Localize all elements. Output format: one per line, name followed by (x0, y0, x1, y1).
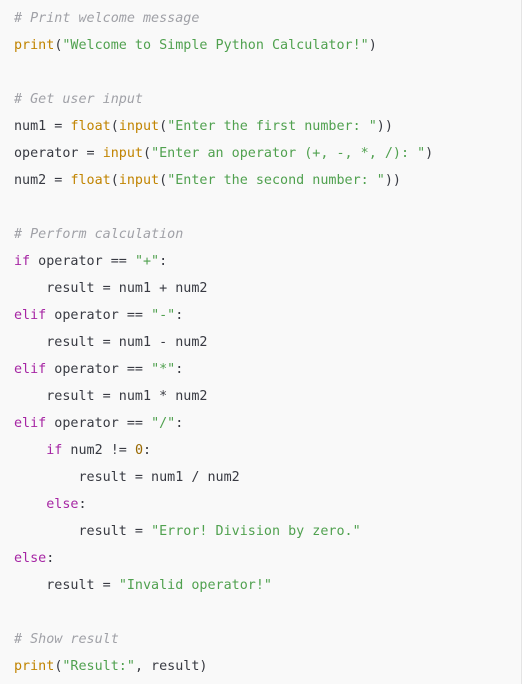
code-line: elif operator == "/": (14, 410, 433, 437)
code-token-plain (14, 443, 46, 458)
code-token-plain: result = num1 * num2 (14, 389, 208, 404)
code-line: result = num1 * num2 (14, 383, 433, 410)
code-token-builtin: print (14, 38, 55, 53)
code-line: print("Result:", result) (14, 653, 433, 680)
code-token-plain: , result) (134, 659, 208, 674)
code-token-keyword: elif (14, 416, 47, 431)
code-line: result = num1 / num2 (14, 464, 433, 491)
code-token-string: "-" (151, 308, 176, 323)
code-token-keyword: elif (14, 362, 47, 377)
code-token-plain: operator = (14, 146, 103, 161)
code-token-plain: : (46, 551, 55, 566)
code-token-builtin: input (118, 173, 160, 188)
code-token-builtin: print (14, 659, 55, 674)
code-token-string: "Result:" (62, 659, 135, 674)
code-token-keyword: if (14, 254, 31, 269)
code-token-plain: operator == (46, 416, 152, 431)
code-token-builtin: float (70, 173, 111, 188)
code-line: # Show result (14, 626, 433, 653)
code-token-string: "Enter the first number: " (167, 119, 377, 134)
code-token-string: "Enter the second number: " (167, 173, 385, 188)
code-token-keyword: elif (14, 308, 47, 323)
code-token-comment: # Get user input (14, 92, 143, 107)
code-line: num1 = float(input("Enter the first numb… (14, 113, 433, 140)
code-token-comment: # Print welcome message (14, 11, 200, 26)
code-line: result = num1 + num2 (14, 275, 433, 302)
code-token-plain: num2 = (14, 173, 71, 188)
code-token-plain: ( (54, 659, 63, 674)
code-token-plain (14, 497, 46, 512)
code-token-comment: # Show result (14, 632, 119, 647)
code-token-string: "*" (151, 362, 176, 377)
code-line: print("Welcome to Simple Python Calculat… (14, 32, 433, 59)
code-token-keyword: if (46, 443, 63, 458)
code-line (14, 599, 433, 626)
code-token-string: "Enter an operator (+, -, *, /): " (151, 146, 426, 161)
code-token-plain: operator == (46, 362, 152, 377)
code-token-keyword: else (46, 497, 79, 512)
code-token-plain: ( (110, 119, 119, 134)
code-token-keyword: else (14, 551, 47, 566)
code-line: else: (14, 545, 433, 572)
code-token-plain: result = num1 - num2 (14, 335, 208, 350)
code-token-plain: ) (368, 38, 377, 53)
code-token-builtin: input (102, 146, 143, 161)
code-token-plain: result = (14, 524, 152, 539)
code-line (14, 194, 433, 221)
code-token-plain: : (78, 497, 87, 512)
code-token-plain: : (175, 308, 184, 323)
code-token-plain: ( (54, 38, 63, 53)
code-token-plain: result = (14, 578, 119, 593)
code-token-string: "Invalid operator!" (118, 578, 272, 593)
code-token-plain: result = num1 + num2 (14, 281, 208, 296)
code-token-plain: num1 = (14, 119, 71, 134)
code-token-plain: operator == (30, 254, 135, 269)
code-line: num2 = float(input("Enter the second num… (14, 167, 433, 194)
code-token-string: "+" (134, 254, 160, 269)
code-token-builtin: float (70, 119, 111, 134)
code-token-builtin: input (118, 119, 160, 134)
code-token-plain: : (143, 443, 152, 458)
code-line: result = num1 - num2 (14, 329, 433, 356)
code-token-plain: ( (159, 173, 168, 188)
code-token-plain: ) (425, 146, 434, 161)
code-line (14, 59, 433, 86)
code-token-plain: ( (110, 173, 119, 188)
code-token-plain: : (159, 254, 168, 269)
code-token-plain: : (175, 362, 184, 377)
code-line: elif operator == "*": (14, 356, 433, 383)
code-token-plain: : (175, 416, 184, 431)
code-token-plain: ( (159, 119, 168, 134)
code-line: if num2 != 0: (14, 437, 433, 464)
code-line: # Print welcome message (14, 5, 433, 32)
code-token-plain: result = num1 / num2 (14, 470, 240, 485)
code-line: else: (14, 491, 433, 518)
code-token-plain: num2 != (62, 443, 135, 458)
code-token-string: "Error! Division by zero." (151, 524, 361, 539)
code-line: operator = input("Enter an operator (+, … (14, 140, 433, 167)
code-line: # Get user input (14, 86, 433, 113)
code-token-string: "Welcome to Simple Python Calculator!" (62, 38, 369, 53)
code-token-plain: ( (143, 146, 152, 161)
code-token-plain: operator == (46, 308, 152, 323)
code-token-string: "/" (151, 416, 176, 431)
code-line: if operator == "+": (14, 248, 433, 275)
code-token-number: 0 (134, 443, 143, 458)
code-line: # Perform calculation (14, 221, 433, 248)
code-token-comment: # Perform calculation (14, 227, 184, 242)
code-line: result = "Error! Division by zero." (14, 518, 433, 545)
code-token-plain: )) (384, 173, 401, 188)
code-line: result = "Invalid operator!" (14, 572, 433, 599)
code-line: elif operator == "-": (14, 302, 433, 329)
code-token-plain: )) (376, 119, 393, 134)
